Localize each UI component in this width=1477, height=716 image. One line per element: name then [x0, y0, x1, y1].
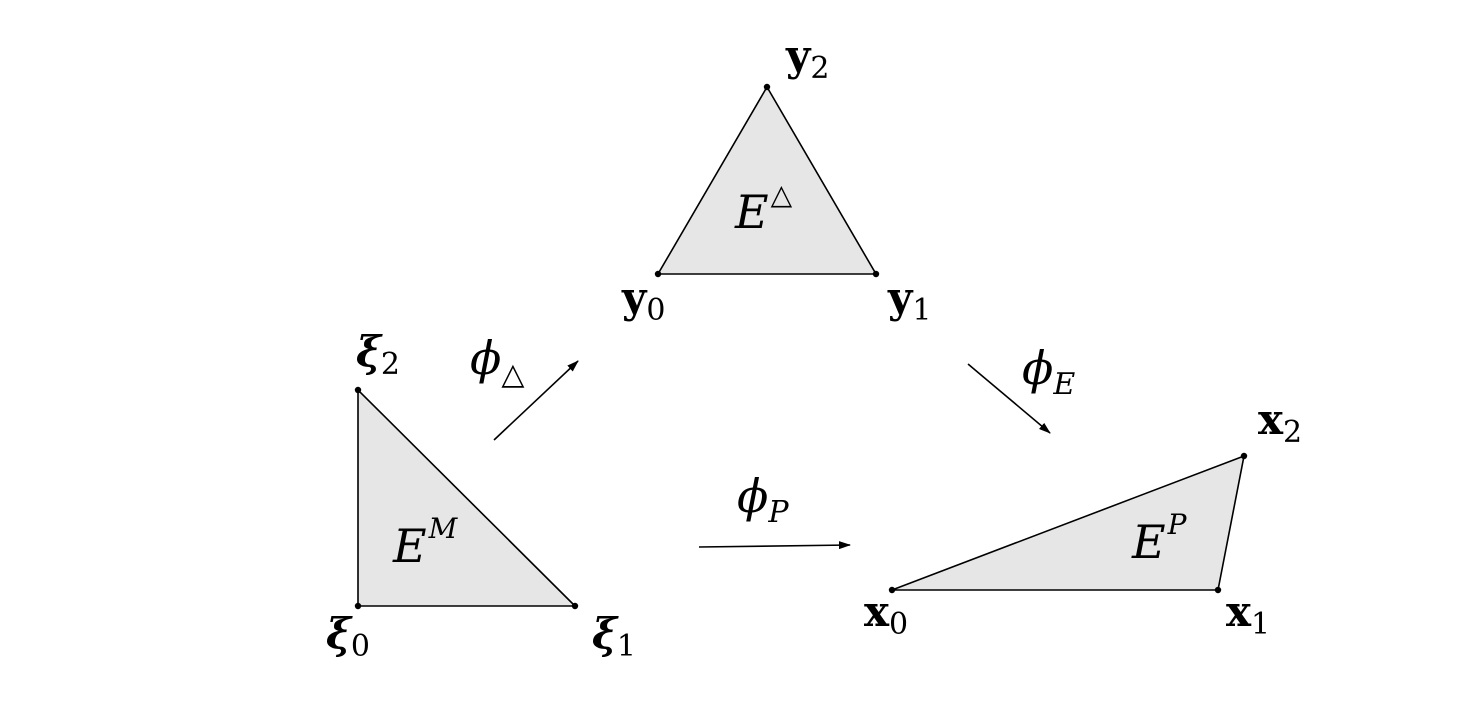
mapped-element: EM ξ0 ξ1 ξ2 — [326, 327, 636, 664]
physical-triangle — [891, 454, 1246, 591]
arrow-phi-triangle — [493, 360, 579, 441]
vertex-xi2-dot — [354, 386, 362, 394]
map-phi-p: ϕP — [698, 469, 851, 550]
physical-element-label: EP — [1131, 508, 1188, 569]
vertex-x0-dot — [888, 586, 896, 594]
mapped-triangle — [357, 388, 577, 607]
vertex-y0-label: y0 — [621, 273, 666, 328]
vertex-y0-dot — [654, 270, 662, 278]
arrow-phi-p — [698, 541, 851, 550]
vertex-xi2-label: ξ2 — [356, 327, 400, 382]
vertex-x1-label: x1 — [1226, 587, 1270, 642]
vertex-x2-dot — [1240, 452, 1248, 460]
physical-element: EP x0 x1 x2 — [864, 395, 1302, 642]
vertex-xi0-dot — [354, 602, 362, 610]
vertex-x0-label: x0 — [864, 587, 908, 642]
map-phi-p-label: ϕP — [737, 469, 789, 530]
vertex-y2-label: y2 — [785, 31, 830, 86]
vertex-y1-label: y1 — [887, 273, 932, 328]
vertex-xi1-label: ξ1 — [592, 609, 636, 664]
vertex-y2-dot — [763, 83, 771, 91]
vertex-x1-dot — [1214, 586, 1222, 594]
map-phi-e: ϕE — [967, 341, 1075, 434]
vertex-xi0-label: ξ0 — [326, 609, 370, 664]
vertex-x2-label: x2 — [1258, 395, 1302, 450]
reference-triangle — [656, 85, 878, 275]
vertex-y1-dot — [872, 270, 880, 278]
arrow-phi-e — [967, 363, 1051, 434]
map-phi-triangle: ϕ△ — [470, 331, 579, 441]
reference-element-label: E△ — [734, 178, 793, 239]
mapped-element-label: EM — [392, 512, 459, 573]
vertex-xi1-dot — [571, 602, 579, 610]
map-phi-e-label: ϕE — [1022, 341, 1075, 402]
reference-element: E△ y0 y1 y2 — [621, 31, 932, 328]
map-phi-triangle-label: ϕ△ — [470, 331, 524, 392]
